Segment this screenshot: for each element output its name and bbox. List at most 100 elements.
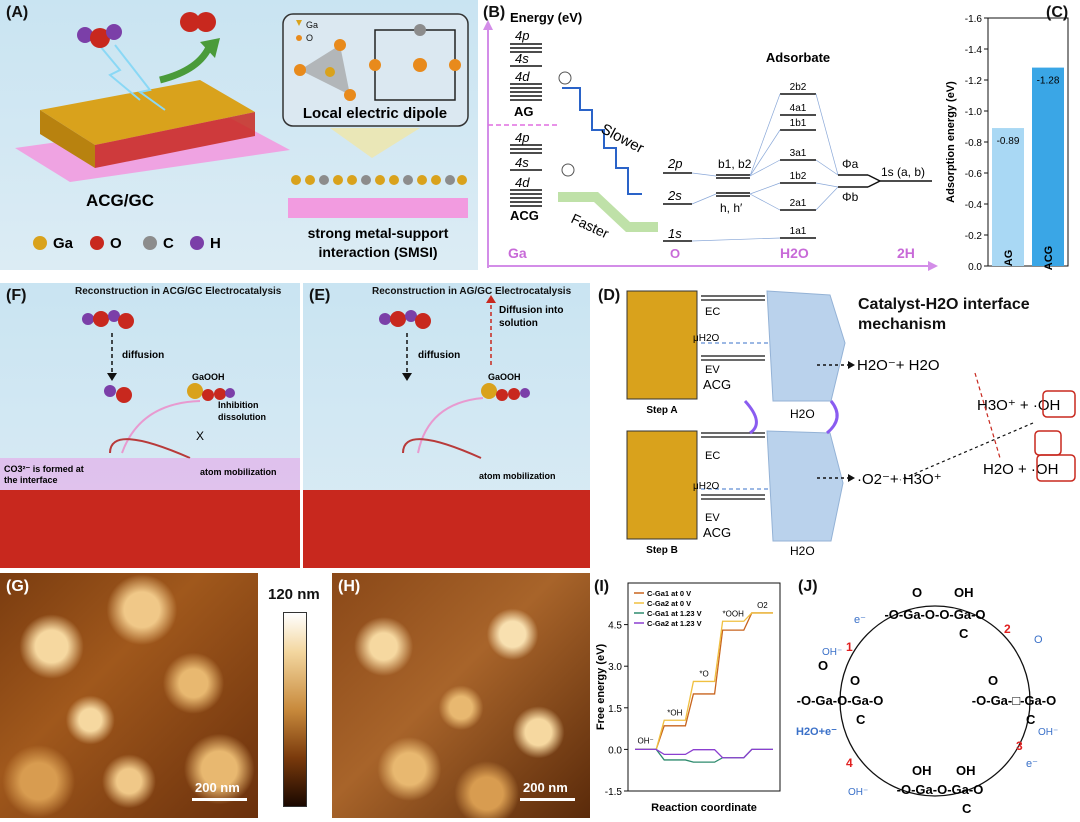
smsi-line-1: strong metal-support <box>308 225 449 241</box>
release-arrow-head <box>200 38 220 58</box>
chart-i-point-label: *O <box>699 669 708 678</box>
chart-c-ylabel: Adsorption energy (eV) <box>945 81 957 203</box>
tetrahedron-icon <box>300 45 350 95</box>
struct-bottom-oh1: OH <box>912 763 932 778</box>
panel-label-a: (A) <box>6 4 29 21</box>
ag-level-4p: 4p <box>515 28 529 43</box>
scale-label-h: 200 nm <box>523 780 568 795</box>
afm-image-g <box>0 573 258 818</box>
ec-label-a: EC <box>705 306 720 318</box>
diffusion-label-e: diffusion <box>418 350 460 361</box>
struct-left-o2: O <box>850 673 860 688</box>
label-e-minus-1: e⁻ <box>854 614 866 626</box>
panel-d-illustration: Step A Step B EC μH2O EV ACG EC μH2O EV … <box>626 290 1076 558</box>
panel-label-e: (E) <box>309 287 331 304</box>
hybrid-hh: h, h′ <box>720 201 743 215</box>
panel-label-i: (I) <box>594 578 610 595</box>
lattice-e <box>303 490 590 568</box>
figure-icon-fast <box>561 163 575 177</box>
struct-top-oh: OH <box>954 585 974 600</box>
panel-label-f: (F) <box>6 287 27 304</box>
chart-i-legend-label: C-Ga2 at 1.23 V <box>647 619 702 628</box>
scale-bar-h <box>520 798 575 801</box>
catalyst-slab-front <box>40 110 95 168</box>
chart-i-frame <box>627 582 781 792</box>
panel-c-bar-chart: 0.0-0.2-0.4-0.6-0.8-1.0-1.2-1.4-1.6Adsor… <box>945 14 1069 273</box>
molecule-o2-b <box>196 12 216 32</box>
slower-label: Slower <box>598 121 646 158</box>
phi-b: Φb <box>842 190 859 204</box>
chart-i-ytick-label: 3.0 <box>608 662 622 673</box>
chart-c-ytick-label: -0.2 <box>965 231 983 242</box>
equation-3: ·O2⁻+ H3O⁺ <box>857 471 942 488</box>
mo-connectors <box>691 93 839 242</box>
dissolution-label: dissolution <box>218 412 266 422</box>
acg-label: ACG <box>510 208 539 223</box>
struct-bottom: -O-Ga-O-Ga-O <box>897 782 984 797</box>
legend-ga: Ga <box>53 235 74 252</box>
chart-i-point-label: *OOH <box>723 609 745 618</box>
chart-i-series-line <box>635 748 773 763</box>
slower-staircase <box>562 87 642 195</box>
ag-level-4s: 4s <box>515 51 529 66</box>
mobilization-label-e: atom mobilization <box>479 471 556 481</box>
mo-1b2: 1b2 <box>790 171 807 182</box>
diffusion-into-line-2: solution <box>499 318 538 329</box>
molecule-h <box>106 24 122 40</box>
struct-bottom-c: C <box>962 801 972 816</box>
chart-c-bar-acg <box>1032 67 1064 266</box>
mo-1b1: 1b1 <box>790 118 807 129</box>
adsorbate-title: Adsorbate <box>766 50 830 65</box>
chart-c-ytick-label: -0.8 <box>965 138 983 149</box>
legend-o: O <box>110 235 122 252</box>
chart-i-series-line <box>635 612 773 751</box>
mo-2a1: 2a1 <box>790 198 807 209</box>
chart-c-bar-ag <box>992 128 1024 266</box>
diffusion-label-f: diffusion <box>122 350 164 361</box>
struct-top: -O-Ga-O-O-Ga-O <box>884 607 985 622</box>
panel-label-g: (G) <box>6 578 30 595</box>
water-cube-a <box>766 290 846 402</box>
label-e-minus-3: e⁻ <box>1026 758 1038 770</box>
panel-a-illustration: Ga O Local electric dipole strong metal-… <box>15 12 469 260</box>
chart-i-point-label: *OH <box>667 708 682 717</box>
struct-right: -O-Ga-□-Ga-O <box>972 693 1056 708</box>
chart-c-ytick-label: 0.0 <box>968 262 982 273</box>
struct-left-o1: O <box>818 658 828 673</box>
chart-c-ytick-label: -1.2 <box>965 76 983 87</box>
gaooh-label-f: GaOOH <box>192 372 225 382</box>
co3-interface-band <box>0 458 300 490</box>
water-cube-b <box>766 430 844 542</box>
mo-2b2: 2b2 <box>790 82 807 93</box>
panel-d-title-2: mechanism <box>858 316 947 333</box>
struct-bottom-oh2: OH <box>956 763 976 778</box>
struct-left: -O-Ga-O-Ga-O <box>797 693 884 708</box>
step-a-structure <box>626 290 698 400</box>
chart-i-point-label: O2 <box>757 601 768 610</box>
label-oh-minus-1: OH⁻ <box>822 647 842 658</box>
diffusion-into-line-1: Diffusion into <box>499 305 563 316</box>
axis-ga: Ga <box>508 245 527 261</box>
dipole-caption: Local electric dipole <box>303 105 447 122</box>
panel-j-cycle: -O-Ga-O-O-Ga-O O OH C -O-Ga-□-Ga-O O C -… <box>796 585 1058 816</box>
blocked-mark: X <box>196 429 204 443</box>
panel-label-h: (H) <box>338 578 361 595</box>
scale-bar-g <box>192 798 247 801</box>
co3-line-2: the interface <box>4 475 58 485</box>
struct-right-o: O <box>988 673 998 688</box>
panel-f-title: Reconstruction in ACG/GC Electrocatalysi… <box>75 286 282 297</box>
panel-e-title: Reconstruction in AG/GC Electrocatalysis <box>372 286 572 297</box>
o-level-2s: 2s <box>667 188 682 203</box>
ag-label: AG <box>514 104 534 119</box>
panel-e-illustration: diffusion Diffusion into solution GaOOH … <box>303 295 590 568</box>
chart-c-ytick-label: -1.6 <box>965 14 983 25</box>
chart-i-series-line <box>635 612 773 751</box>
label-o-released: O <box>1034 634 1043 646</box>
o-level-1s: 1s <box>668 226 682 241</box>
co3-line-1: CO3²⁻ is formed at <box>4 464 84 474</box>
panel-label-c: (C) <box>1046 4 1069 21</box>
chart-i-ylabel: Free energy (eV) <box>595 644 607 731</box>
mo-3a1: 3a1 <box>790 148 807 159</box>
label-oh-minus-3: OH⁻ <box>1038 727 1058 738</box>
